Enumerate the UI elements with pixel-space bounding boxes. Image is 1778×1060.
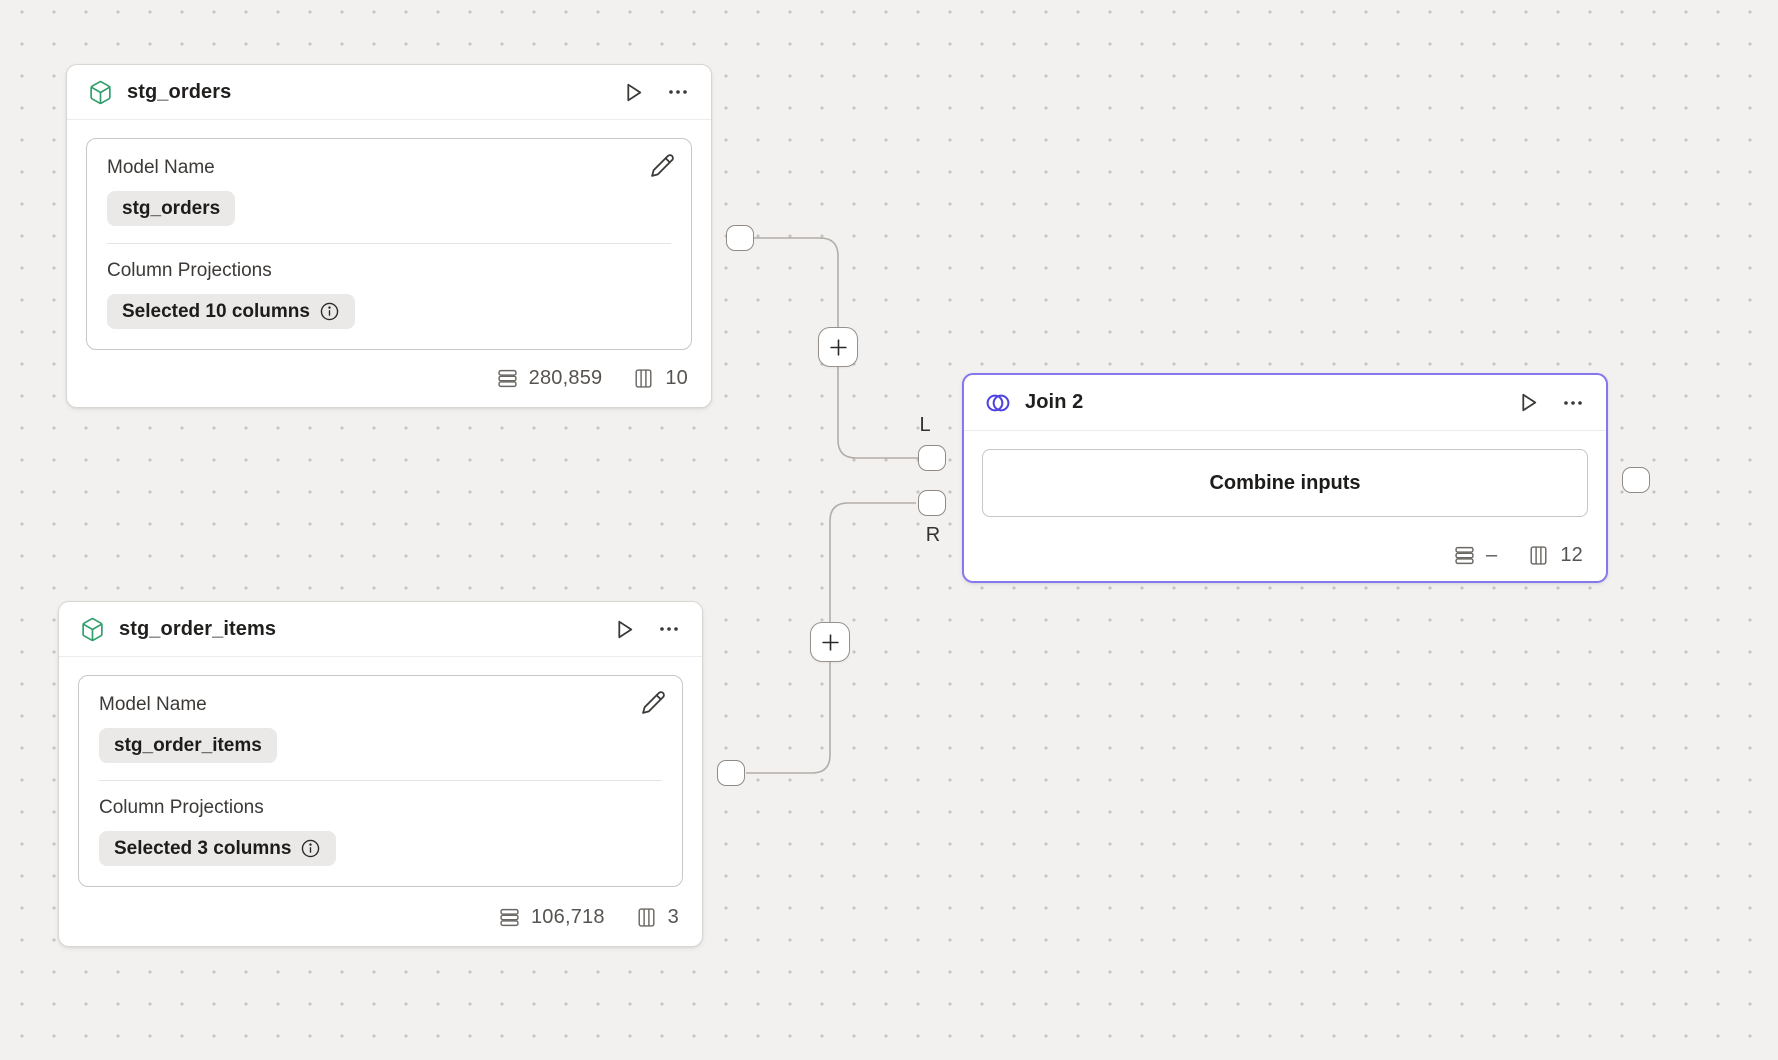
model-name-label: Model Name	[107, 157, 215, 178]
join-right-port-label: R	[925, 524, 941, 546]
input-port-join-left[interactable]	[918, 445, 946, 471]
cube-icon	[80, 617, 105, 642]
table-rows-icon	[498, 906, 521, 929]
pencil-icon[interactable]	[641, 690, 666, 715]
column-projections-label: Column Projections	[107, 260, 272, 281]
column-projections-label: Column Projections	[99, 797, 264, 818]
output-port-stg-order-items[interactable]	[717, 760, 745, 786]
input-port-join-right[interactable]	[918, 490, 946, 516]
column-projections-chip[interactable]: Selected 3 columns	[99, 831, 337, 866]
play-icon[interactable]	[1516, 390, 1541, 415]
play-icon[interactable]	[612, 617, 637, 642]
table-columns-icon	[635, 906, 658, 929]
column-count: 3	[667, 906, 679, 928]
column-projections-value: Selected 10 columns	[122, 301, 310, 322]
panel-divider	[99, 780, 662, 781]
node-title: stg_orders	[127, 80, 232, 103]
play-icon[interactable]	[621, 80, 646, 105]
model-name-chip: stg_order_items	[99, 728, 277, 763]
join-left-port-label: L	[919, 414, 931, 436]
node-stats: – 12	[964, 544, 1606, 581]
node-stg-orders[interactable]: stg_orders Model Name stg_orders	[66, 64, 712, 408]
table-columns-icon	[632, 367, 655, 390]
node-stg-orders-header: stg_orders	[67, 65, 711, 120]
model-name-value: stg_orders	[122, 198, 221, 219]
row-count: 106,718	[530, 906, 605, 928]
node-stats: 280,859 10	[67, 367, 711, 407]
node-stg-order-items[interactable]: stg_order_items Model Name stg_order_ite…	[58, 601, 703, 947]
node-stg-order-items-header: stg_order_items	[59, 602, 702, 657]
node-config-panel: Model Name stg_order_items Column Projec…	[78, 675, 683, 887]
model-name-label: Model Name	[99, 694, 207, 715]
table-columns-icon	[1527, 544, 1550, 567]
output-port-join[interactable]	[1622, 467, 1650, 493]
column-count: 10	[665, 367, 688, 389]
table-rows-icon	[496, 367, 519, 390]
output-port-stg-orders[interactable]	[726, 225, 754, 251]
node-join-2-header: Join 2	[964, 375, 1606, 431]
column-count: 12	[1560, 544, 1583, 566]
model-name-chip: stg_orders	[107, 191, 236, 226]
column-projections-value: Selected 3 columns	[114, 838, 292, 859]
model-name-value: stg_order_items	[114, 735, 262, 756]
add-node-on-wire-button-top[interactable]	[818, 327, 858, 367]
join-venn-icon	[985, 390, 1011, 416]
node-title: Join 2	[1025, 391, 1084, 413]
row-count: –	[1486, 544, 1498, 566]
node-title: stg_order_items	[119, 617, 277, 640]
combine-inputs-button[interactable]: Combine inputs	[982, 449, 1588, 517]
table-rows-icon	[1453, 544, 1476, 567]
node-config-panel: Model Name stg_orders Column Projections…	[86, 138, 692, 350]
info-icon[interactable]	[319, 301, 340, 322]
info-icon[interactable]	[300, 838, 321, 859]
panel-divider	[107, 243, 671, 244]
ellipsis-icon[interactable]	[666, 80, 690, 104]
ellipsis-icon[interactable]	[657, 617, 681, 641]
add-node-on-wire-button-bottom[interactable]	[810, 622, 850, 662]
node-join-2[interactable]: Join 2 Combine inputs –	[962, 373, 1608, 583]
column-projections-chip[interactable]: Selected 10 columns	[107, 294, 355, 329]
pencil-icon[interactable]	[650, 153, 675, 178]
cube-icon	[88, 80, 113, 105]
row-count: 280,859	[528, 367, 603, 389]
node-stats: 106,718 3	[59, 906, 702, 946]
ellipsis-icon[interactable]	[1561, 391, 1585, 415]
